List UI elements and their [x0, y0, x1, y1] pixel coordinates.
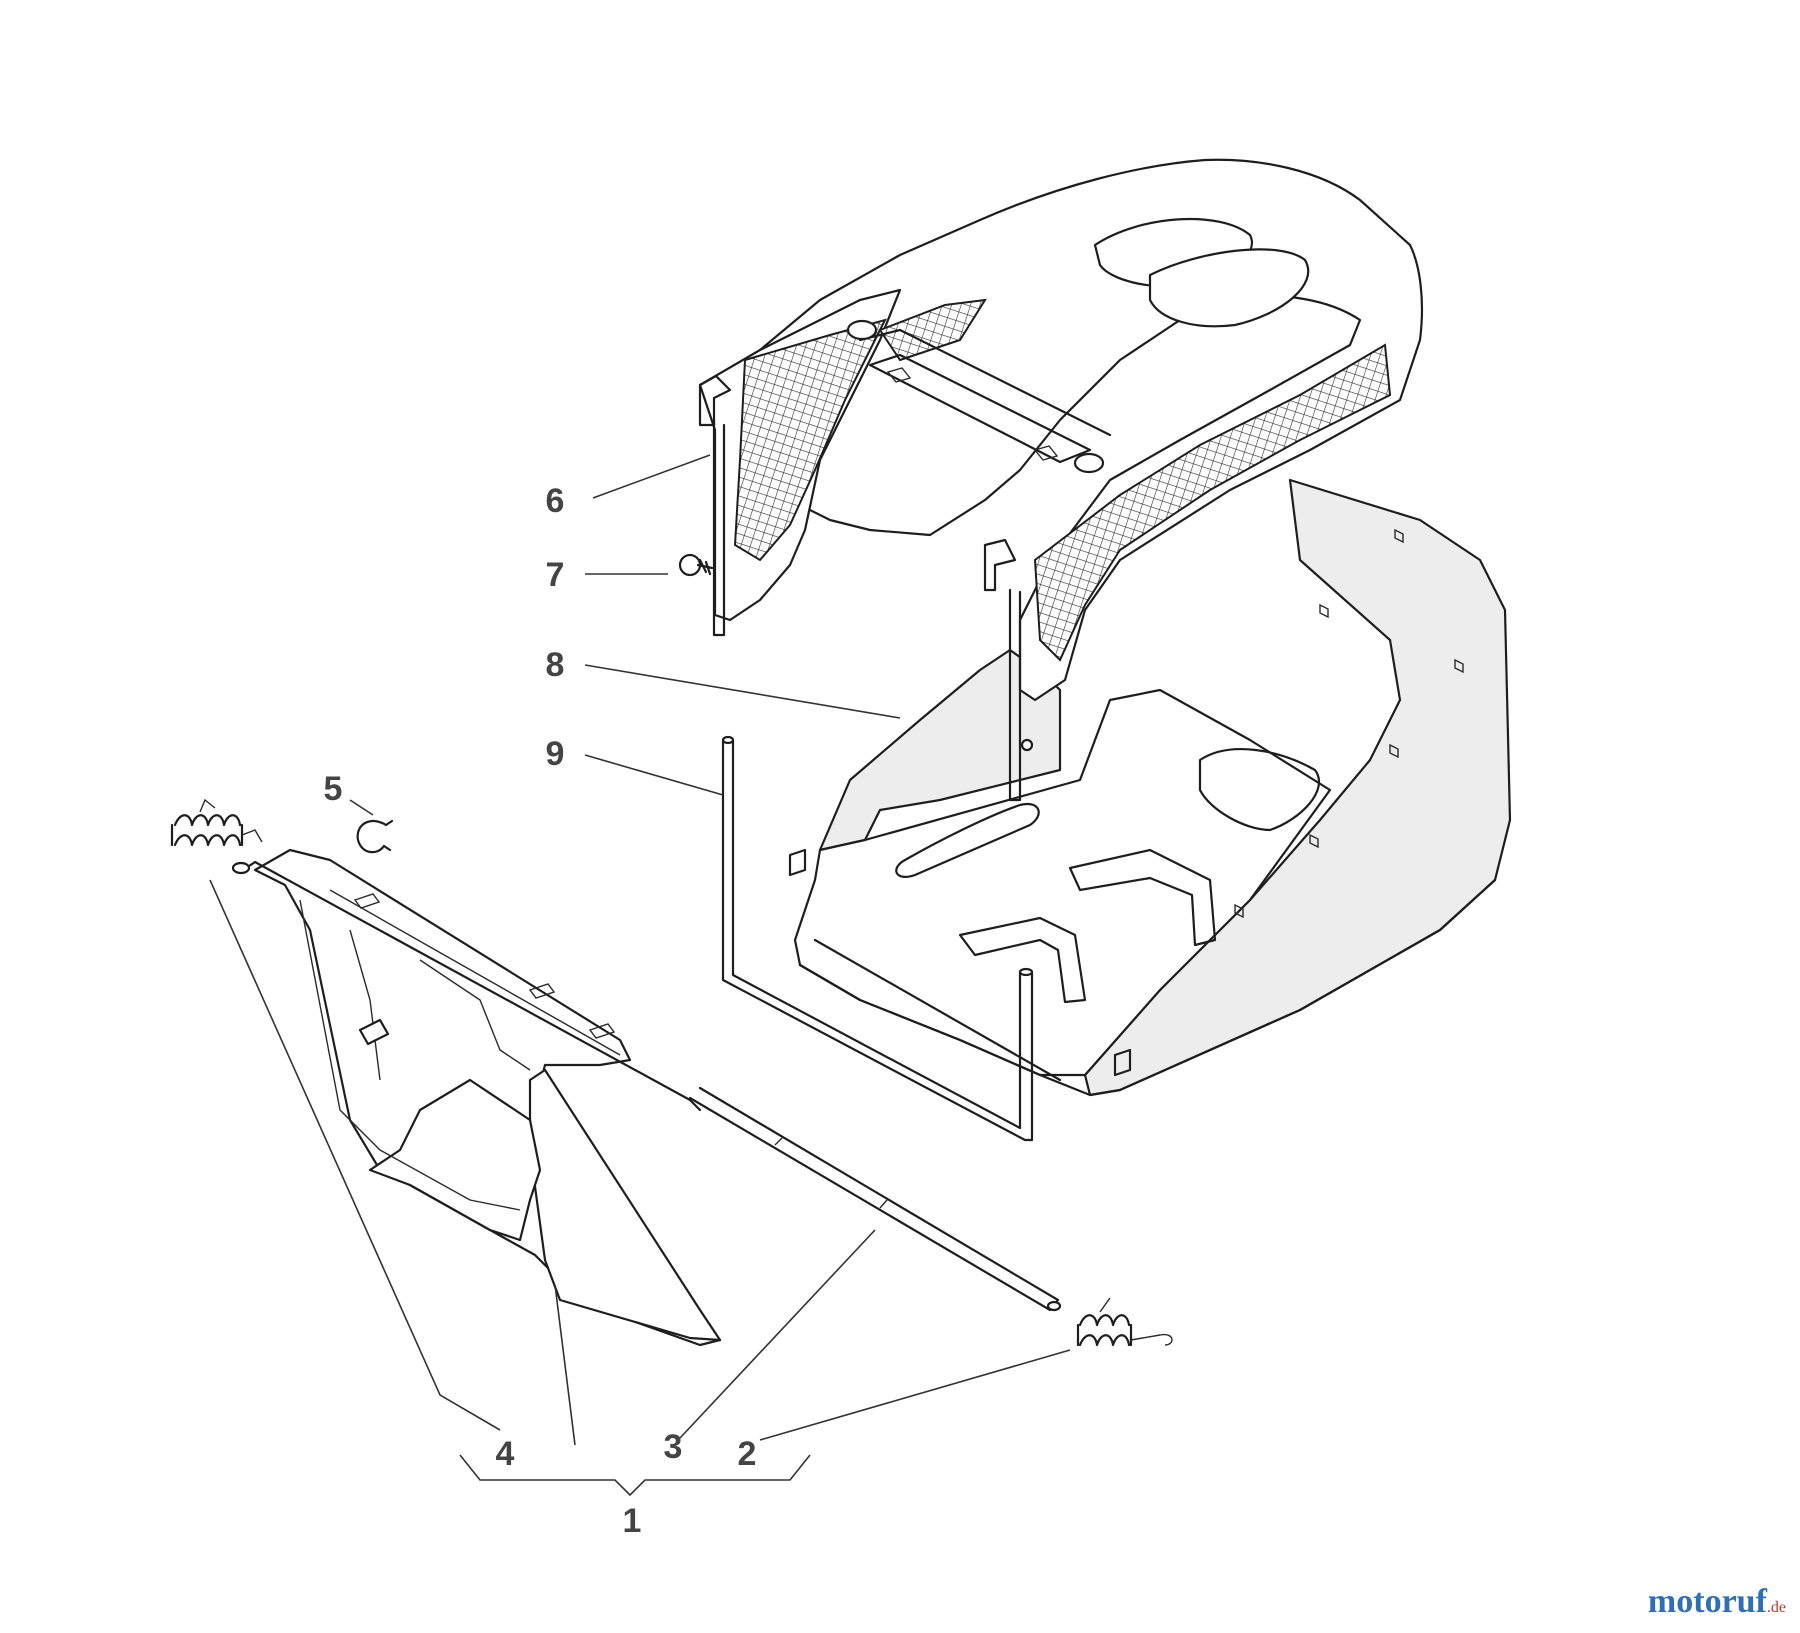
- callout-6: 6: [546, 482, 565, 520]
- callout-1: 1: [623, 1502, 642, 1540]
- callout-8: 8: [546, 646, 565, 684]
- rear-flap: [231, 848, 722, 1347]
- callout-9: 9: [546, 735, 565, 773]
- callout-4: 4: [496, 1435, 515, 1473]
- grass-bag: [788, 478, 1512, 1097]
- wire-frame: [721, 735, 1034, 1142]
- spring-left: [170, 798, 263, 847]
- callout-labels: 6 7 8 9 5 4 3 2 1: [324, 482, 757, 1540]
- spring-right: [1076, 1297, 1173, 1347]
- watermark: motoruf.de: [1648, 1583, 1786, 1621]
- watermark-main: motoruf: [1647, 1583, 1767, 1620]
- leader-lines: [209, 454, 1071, 1497]
- screw: [678, 553, 714, 577]
- callout-5: 5: [324, 770, 343, 808]
- catcher-top-cover: [698, 158, 1424, 802]
- callout-2: 2: [738, 1435, 757, 1473]
- callout-3: 3: [664, 1428, 683, 1466]
- watermark-suffix: .de: [1766, 1599, 1786, 1616]
- circlip: [356, 819, 394, 854]
- callout-7: 7: [546, 556, 565, 594]
- hinge-rod: [688, 1086, 1062, 1312]
